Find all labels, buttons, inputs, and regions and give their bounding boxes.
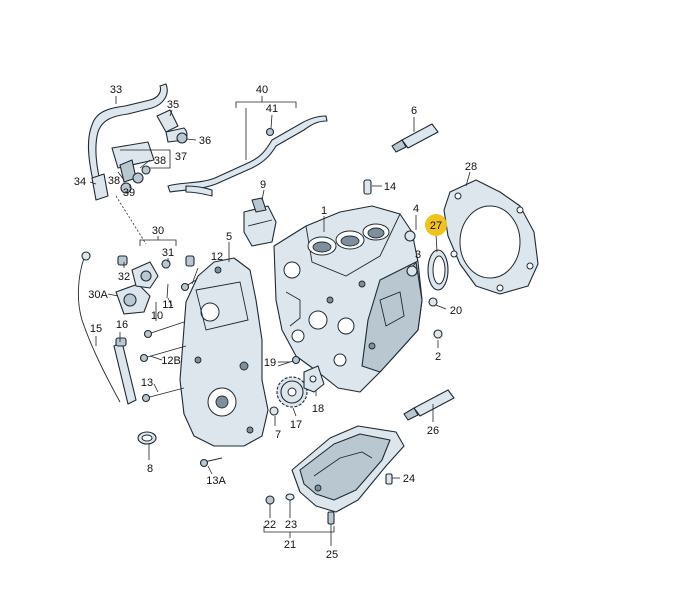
callout-38-upper: 38 <box>154 155 166 167</box>
callout-40: 40 <box>256 84 268 96</box>
callout-13: 13 <box>141 377 153 389</box>
callout-7: 7 <box>275 429 281 441</box>
callout-3: 3 <box>415 249 421 261</box>
callout-32: 32 <box>118 271 130 283</box>
callout-22: 22 <box>264 519 276 531</box>
tensioner-assembly <box>115 255 195 315</box>
callout-5: 5 <box>226 231 232 243</box>
timing-cover <box>179 257 269 447</box>
callout-39: 39 <box>123 187 135 199</box>
callout-23: 23 <box>285 519 297 531</box>
dipstick-15 <box>77 251 121 403</box>
seal-8 <box>137 431 157 445</box>
callout-35: 35 <box>167 99 179 111</box>
callout-14: 14 <box>384 181 396 193</box>
plate-18 <box>303 365 325 393</box>
callout-38-lower: 38 <box>108 175 120 187</box>
callout-18: 18 <box>312 403 324 415</box>
engine-block <box>273 205 423 393</box>
bolt-7 <box>269 406 279 416</box>
sealant-tube-26 <box>403 389 455 421</box>
callout-2: 2 <box>435 351 441 363</box>
leader-lines <box>89 96 471 546</box>
callout-41: 41 <box>266 103 278 115</box>
bolt-13a <box>199 457 223 468</box>
callout-6: 6 <box>411 105 417 117</box>
callout-19: 19 <box>264 357 276 369</box>
sealant-tube-6 <box>391 123 439 153</box>
plug-20 <box>428 297 438 307</box>
callout-30: 30 <box>152 225 164 237</box>
callout-17: 17 <box>290 419 302 431</box>
callout-12b: 12B <box>161 355 181 367</box>
callout-27: 27 <box>430 220 442 232</box>
breather-hose-assembly <box>87 83 188 201</box>
callout-31: 31 <box>162 247 174 259</box>
callout-30a: 30A <box>88 289 108 301</box>
callout-24: 24 <box>403 473 415 485</box>
coolant-pipe <box>167 115 328 197</box>
callout-21: 21 <box>284 539 296 551</box>
plug-2 <box>433 329 443 339</box>
callout-16: 16 <box>116 319 128 331</box>
plug-3 <box>406 265 418 277</box>
callout-4: 4 <box>413 203 419 215</box>
callout-11: 11 <box>162 299 173 311</box>
callout-28: 28 <box>465 161 477 173</box>
callout-15: 15 <box>90 323 102 335</box>
dowel-pin-14 <box>363 179 372 195</box>
highlight-marker <box>425 214 447 236</box>
drain-plug-assembly <box>265 473 393 525</box>
callout-36: 36 <box>199 135 211 147</box>
crankshaft-seal-27 <box>427 249 449 291</box>
bolt-11 <box>143 321 185 339</box>
callout-8: 8 <box>147 463 153 475</box>
callout-10: 10 <box>151 310 163 322</box>
callout-26: 26 <box>427 425 439 437</box>
sprocket-17 <box>276 376 308 408</box>
bolt-12 <box>180 279 197 292</box>
callout-25: 25 <box>326 549 338 561</box>
seal-carrier-28 <box>443 179 539 295</box>
dipstick-tube-16 <box>113 337 137 405</box>
callout-9: 9 <box>260 179 266 191</box>
callout-13a: 13A <box>206 475 226 487</box>
callout-20: 20 <box>450 305 462 317</box>
sensor-9 <box>243 197 277 247</box>
callout-37: 37 <box>175 151 187 163</box>
callout-1: 1 <box>321 205 327 217</box>
callout-12: 12 <box>211 251 223 263</box>
bolt-13 <box>141 387 185 403</box>
callout-34: 34 <box>74 176 86 188</box>
bolt-19 <box>277 355 301 367</box>
oil-pan <box>291 425 405 513</box>
plug-4 <box>404 230 416 242</box>
callout-labels: 1 2 3 4 5 6 7 8 9 10 11 12 12B 13 13A 14… <box>74 84 477 561</box>
callout-33: 33 <box>110 84 122 96</box>
